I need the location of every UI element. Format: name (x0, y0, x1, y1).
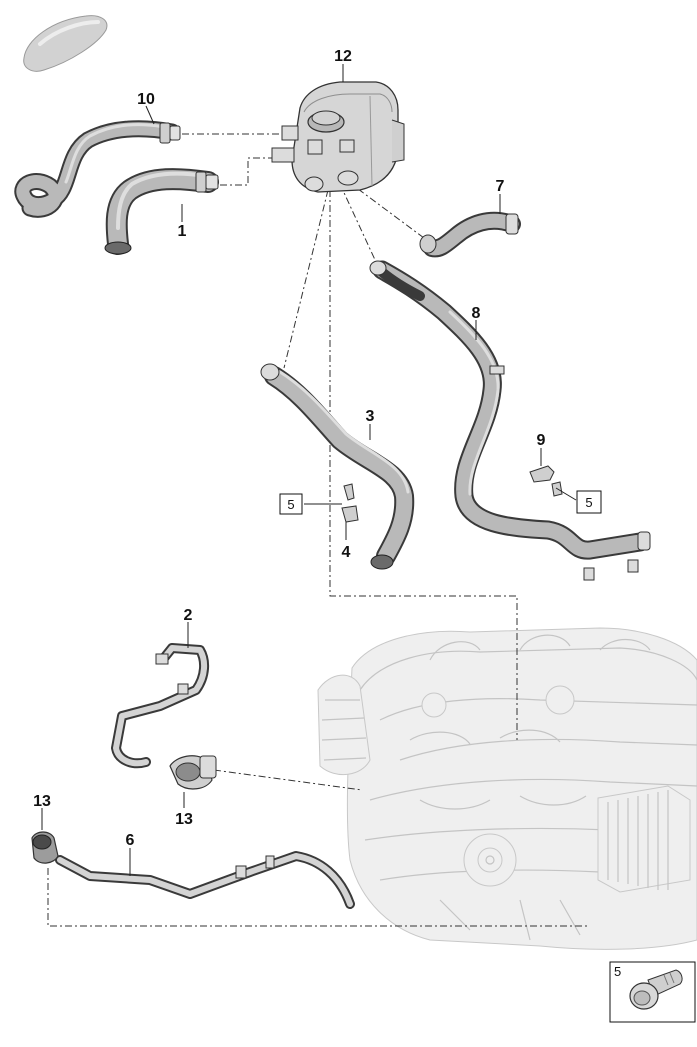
dashed-leaders (47, 133, 590, 927)
callout-13-upper: 13 (175, 811, 193, 828)
connector-13-lower (31, 831, 59, 864)
hose-10 (14, 120, 181, 218)
engine-illustration (317, 627, 697, 950)
callout-13-lower: 13 (33, 793, 51, 810)
callout-12: 12 (334, 48, 352, 65)
boxed-callout-5-left: 5 (279, 493, 303, 515)
hose-7 (419, 211, 521, 258)
boxed-label-5-right: 5 (585, 495, 592, 510)
boxed-label-5-left: 5 (287, 497, 294, 512)
hose-1 (104, 168, 219, 255)
callout-6: 6 (126, 832, 135, 849)
hose-8 (369, 260, 651, 581)
legend-label-5: 5 (614, 964, 621, 979)
callout-3: 3 (366, 408, 375, 425)
callout-labels: 12 10 1 7 8 3 9 4 2 13 13 6 (33, 48, 545, 849)
bolt-icon (629, 969, 683, 1010)
callout-4: 4 (342, 544, 351, 561)
pipe-2 (111, 643, 210, 769)
hose-3 (260, 363, 415, 570)
callout-10: 10 (137, 91, 155, 108)
pipe-6 (55, 851, 355, 909)
callout-7: 7 (496, 178, 505, 195)
connector-13-upper (169, 755, 217, 790)
callout-9: 9 (537, 432, 546, 449)
callout-8: 8 (472, 305, 481, 322)
clip-9 (529, 465, 563, 497)
coolant-expansion-tank (271, 81, 405, 193)
legend-part-5: 5 (609, 961, 696, 1023)
callout-2: 2 (184, 607, 193, 624)
car-silhouette-icon (23, 15, 108, 72)
callout-1: 1 (178, 223, 187, 240)
leader-lines (41, 64, 577, 876)
clip-4 (341, 483, 359, 523)
boxed-callout-5-right: 5 (576, 490, 602, 514)
